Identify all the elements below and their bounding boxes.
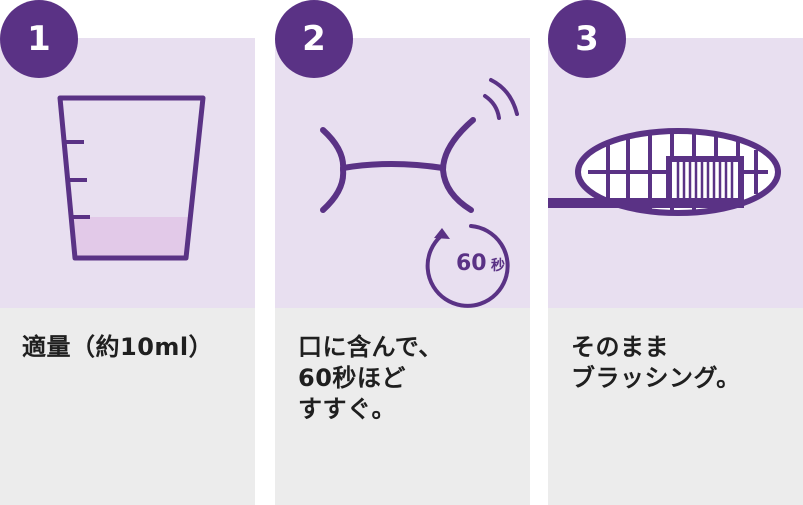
step-3-caption: そのまま ブラッシング。 [571,332,796,394]
step-1-caption: 適量（約10ml） [22,332,247,363]
step-3-caption-line-2: ブラッシング。 [571,364,741,392]
mouth-rinse-illustration: 60 秒 [275,38,530,308]
step-2-number-badge: 2 [275,0,353,78]
toothbrush-teeth-icon [548,128,781,216]
measuring-cup-icon [57,95,206,261]
timer-unit: 秒 [491,257,505,274]
step-1-number-badge: 1 [0,0,78,78]
timer-label: 60 [456,251,487,276]
step-3-panel [548,38,803,505]
step-2-caption-line-1: 口に含んで、 [298,333,443,361]
step-2-caption-line-2: 60秒ほど [298,364,406,392]
measuring-cup-illustration [0,38,255,308]
step-2-panel: 60 秒 [275,38,530,505]
mouth-rinse-icon: 60 秒 [320,78,519,308]
step-3-caption-line-1: そのまま [571,333,669,361]
step-3-number-badge: 3 [548,0,626,78]
brushing-illustration [548,38,803,308]
step-1-caption-line: 適量（約10ml） [22,333,214,361]
step-1-panel [0,38,255,505]
step-2-caption-line-3: すすぐ。 [298,395,396,423]
step-2-caption: 口に含んで、 60秒ほど すすぐ。 [298,332,523,425]
